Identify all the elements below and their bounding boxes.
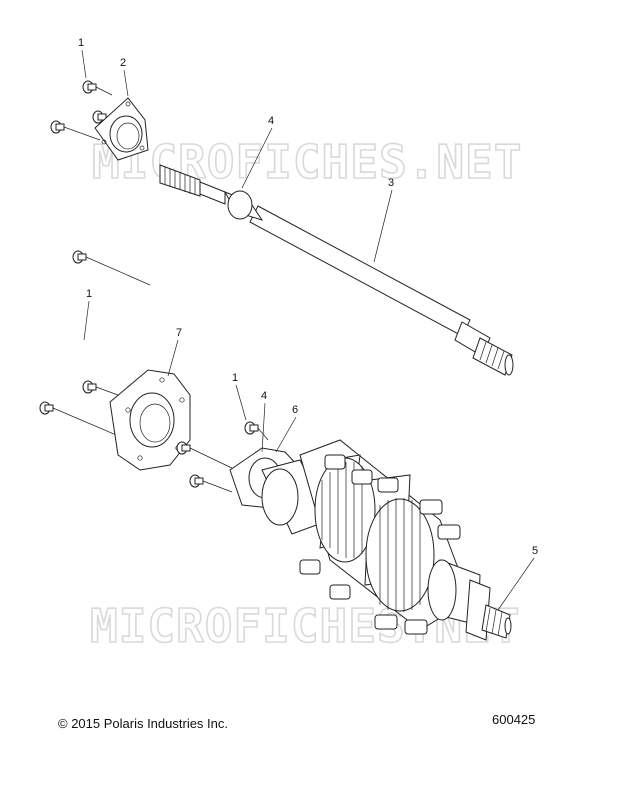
bearing-plate [109, 369, 191, 471]
bolt-upper-3 [50, 120, 65, 134]
callout-5: 5 [532, 545, 538, 557]
callout-7: 7 [176, 327, 182, 339]
bolt-gear-3 [189, 474, 204, 488]
callout-4-lower: 4 [261, 390, 267, 402]
callout-4-upper: 4 [268, 115, 274, 127]
bearing-upper [223, 190, 264, 221]
callout-1-gear: 1 [232, 372, 238, 384]
bolt-lower-2 [82, 380, 97, 394]
diagram-number: 600425 [492, 712, 536, 727]
bolt-gear-1 [244, 421, 259, 435]
callout-2: 2 [120, 57, 126, 69]
bolt-lower-3 [39, 401, 54, 415]
differential-gear-assembly [261, 439, 512, 641]
watermark-top: MICROFICHES.NET [92, 135, 522, 189]
callout-1-upper: 1 [78, 37, 84, 49]
callout-6: 6 [292, 404, 298, 416]
bolt-gear-2 [176, 441, 191, 455]
callout-3: 3 [388, 177, 394, 189]
bolt-upper-1 [82, 80, 97, 94]
bearing-flange-upper [94, 97, 149, 161]
bolt-lower-1 [72, 250, 87, 264]
drive-shaft [159, 164, 514, 376]
callout-1-lower: 1 [86, 288, 92, 300]
copyright-text: © 2015 Polaris Industries Inc. [58, 716, 228, 731]
